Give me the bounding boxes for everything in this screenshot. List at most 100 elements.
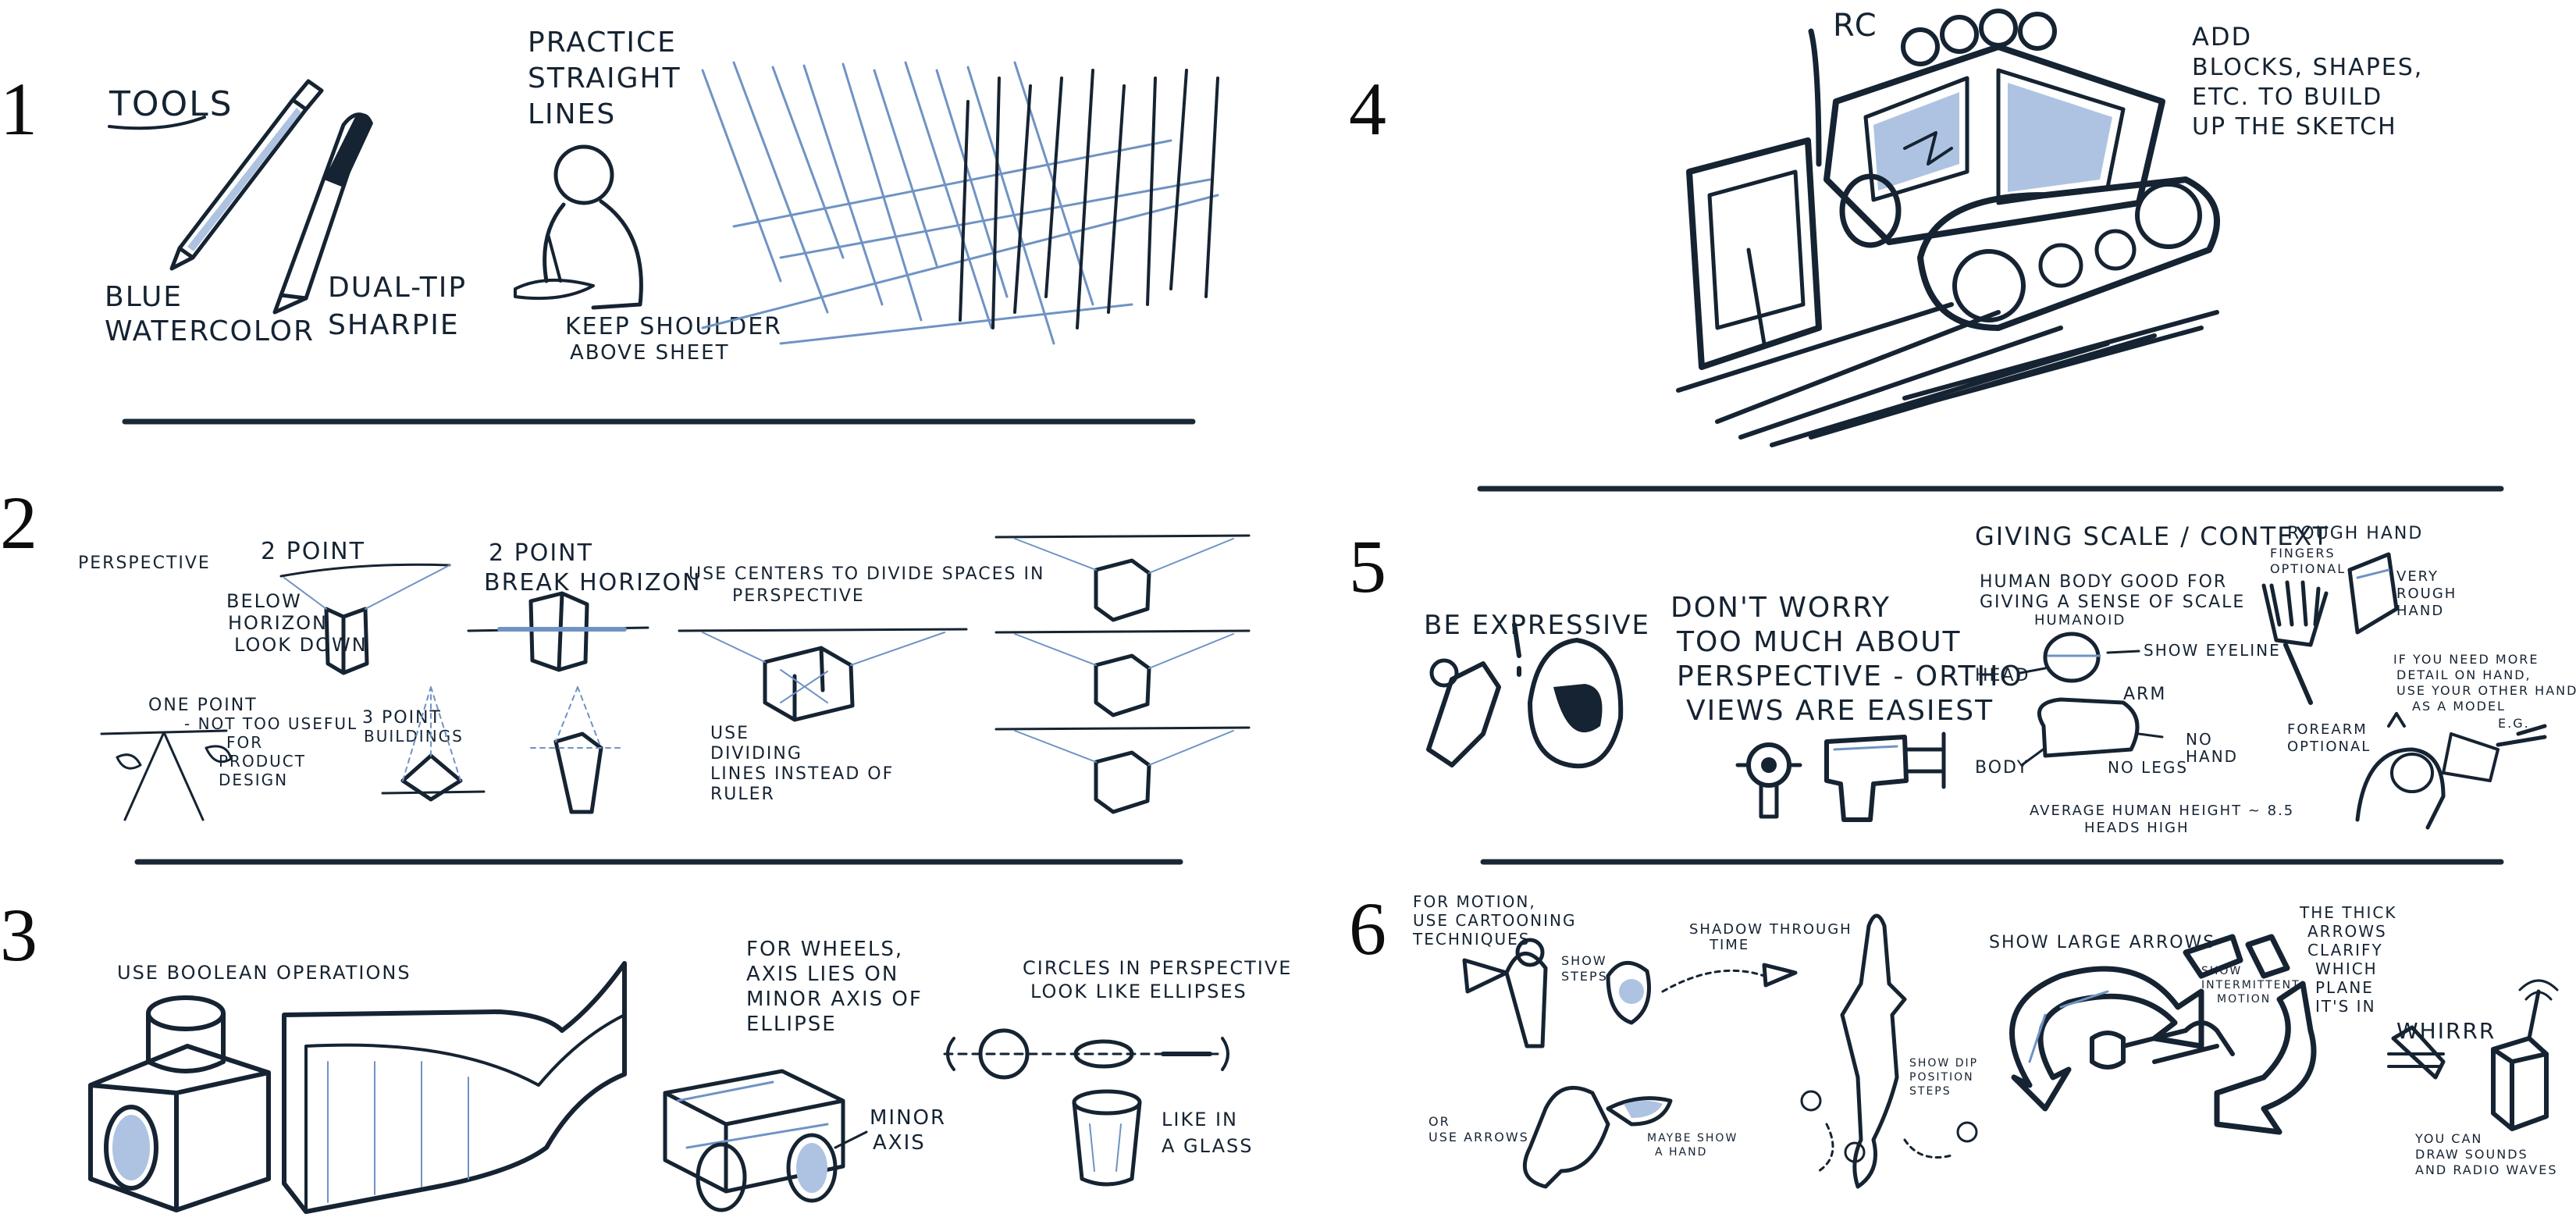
note-3-point: 3 POINT [362, 708, 442, 728]
note-ruler: RULER [710, 785, 775, 804]
glass-icon [1072, 1089, 1142, 1187]
note-fingers: FINGERS [2270, 546, 2336, 561]
note-practice: PRACTICE [528, 27, 677, 59]
note-add: ADD [2192, 22, 2252, 52]
note-use-centers: USE CENTERS TO DIVIDE SPACES IN [688, 564, 1044, 584]
three-point-box [381, 686, 486, 802]
note-dont-worry: DON'T WORRY [1670, 592, 1891, 624]
panel-6: FOR MOTION, USE CARTOONING TECHNIQUES SH… [1412, 892, 2559, 1189]
note-steps-b: STEPS [1909, 1085, 1952, 1098]
note-look-down: LOOK DOWN [234, 634, 368, 656]
note-a-hand: A HAND [1655, 1146, 1707, 1159]
note-show-eyeline: SHOW EYELINE [2144, 641, 2281, 660]
note-buildings: BUILDINGS [364, 727, 464, 746]
circle-to-ellipse [943, 1028, 1229, 1080]
note-which: WHICH [2315, 959, 2378, 978]
humanoid-figure [2019, 632, 2164, 767]
note-straight: STRAIGHT [528, 62, 681, 94]
break-horizon-box [467, 591, 649, 672]
note-look-like: LOOK LIKE ELLIPSES [1030, 981, 1247, 1002]
note-for-wheels: FOR WHEELS, [746, 938, 903, 961]
note-2-point: 2 POINT [261, 538, 365, 565]
note-hand-b: HAND [2396, 603, 2444, 619]
note-2-point-b: 2 POINT [489, 539, 593, 567]
one-point-road [100, 729, 233, 821]
note-draw-sounds: DRAW SOUNDS [2415, 1147, 2528, 1162]
note-techniques: TECHNIQUES [1412, 930, 1530, 949]
note-circles: CIRCLES IN PERSPECTIVE [1023, 957, 1292, 979]
note-axis: AXIS [873, 1131, 926, 1155]
note-a-glass: A GLASS [1162, 1135, 1253, 1157]
note-dual-tip: DUAL-TIP [328, 272, 467, 304]
note-break-horizon: BREAK HORIZON [484, 569, 702, 596]
note-dividing: DIVIDING [710, 744, 802, 764]
panel-1: TOOLS BLUE WATERCOLOR DUAL-TIP SHARPIE P… [105, 27, 1219, 365]
note-the-thick: THE THICK [2299, 903, 2396, 922]
note-for: FOR [226, 733, 263, 752]
panel-2: PERSPECTIVE 2 POINT BELOW HORIZON LOOK D… [78, 534, 1251, 821]
note-human-body: HUMAN BODY GOOD FOR [1980, 572, 2227, 592]
note-show-b: SHOW [2201, 965, 2242, 977]
note-you-can: YOU CAN [2414, 1131, 2482, 1146]
note-clarify: CLARIFY [2307, 941, 2383, 959]
note-minor: MINOR [870, 1106, 946, 1130]
boolean-cube [88, 995, 271, 1212]
large-arrows [2009, 934, 2317, 1135]
hand-model-sketch [2355, 712, 2547, 830]
note-show-large-arrows: SHOW LARGE ARROWS [1989, 933, 2215, 952]
note-humanoid: HUMANOID [2034, 612, 2126, 628]
note-radio-waves: AND RADIO WAVES [2415, 1162, 2558, 1177]
note-be-expressive: BE EXPRESSIVE [1424, 610, 1650, 641]
note-giving-scale: GIVING SCALE / CONTEXT [1975, 522, 2329, 551]
rc-bulldozer [1676, 9, 2220, 447]
three-point-box-b [530, 686, 625, 814]
note-blue: BLUE [105, 281, 183, 313]
note-design: DESIGN [219, 771, 288, 789]
note-use-boolean: USE BOOLEAN OPERATIONS [117, 962, 411, 984]
note-position: POSITION [1909, 1071, 1974, 1084]
ortho-blaster [1735, 732, 1946, 822]
note-eg: E.G. [2498, 716, 2530, 731]
expressive-characters [1426, 622, 1624, 769]
panel-4: RC ADD BLOCKS, SHAPES, ETC. TO BUILD UP … [1676, 8, 2423, 447]
note-use: USE [710, 724, 749, 743]
note-perspective-title: PERSPECTIVE [78, 554, 211, 573]
note-show-dip: SHOW DIP [1909, 1057, 1978, 1070]
note-steps: STEPS [1561, 969, 1608, 984]
note-heads-high: HEADS HIGH [2084, 820, 2190, 836]
note-average-height: AVERAGE HUMAN HEIGHT ~ 8.5 [2030, 803, 2294, 819]
note-no: NO [2186, 730, 2213, 749]
panel-number-5: 5 [1349, 525, 1386, 608]
note-rc: RC [1833, 8, 1878, 44]
note-lines-instead: LINES INSTEAD OF [710, 764, 894, 784]
note-no-legs: NO LEGS [2108, 758, 2188, 777]
note-fingers-optional: OPTIONAL [2270, 561, 2346, 576]
pencil-icon [169, 79, 324, 271]
note-shadow-through: SHADOW THROUGH [1689, 921, 1852, 938]
panel-number-1: 1 [0, 67, 37, 151]
curved-block [282, 961, 627, 1214]
note-if-you-need: IF YOU NEED MORE [2393, 652, 2539, 667]
note-as-a-model: AS A MODEL [2412, 699, 2506, 714]
note-very: VERY [2396, 568, 2439, 585]
note-watercolor: WATERCOLOR [105, 315, 315, 347]
note-use-arrows: USE ARROWS [1429, 1130, 1529, 1144]
note-one-point: ONE POINT [148, 696, 258, 715]
note-or: OR [1429, 1114, 1450, 1129]
panel-5: BE EXPRESSIVE DON'T WORRY TOO MUCH ABOUT… [1424, 522, 2576, 836]
note-minor-axis-of: MINOR AXIS OF [746, 988, 923, 1011]
panel-3: USE BOOLEAN OPERATIONS FOR WHEELS, AXIS … [88, 938, 1292, 1214]
note-hand: HAND [2186, 747, 2238, 766]
note-blocks-shapes: BLOCKS, SHAPES, [2192, 54, 2423, 81]
note-up-the-sketch: UP THE SKETCH [2192, 113, 2397, 141]
note-head: HEAD [1975, 666, 2030, 685]
note-detail-on-hand: DETAIL ON HAND, [2396, 667, 2532, 682]
note-plane: PLANE [2315, 978, 2374, 997]
note-too-much: TOO MUCH ABOUT [1676, 626, 1962, 658]
note-tools: TOOLS [109, 84, 233, 124]
radio-box [2387, 979, 2559, 1131]
note-lines: LINES [528, 98, 616, 130]
dino-figure [1522, 1085, 1673, 1189]
note-body: BODY [1975, 758, 2029, 778]
